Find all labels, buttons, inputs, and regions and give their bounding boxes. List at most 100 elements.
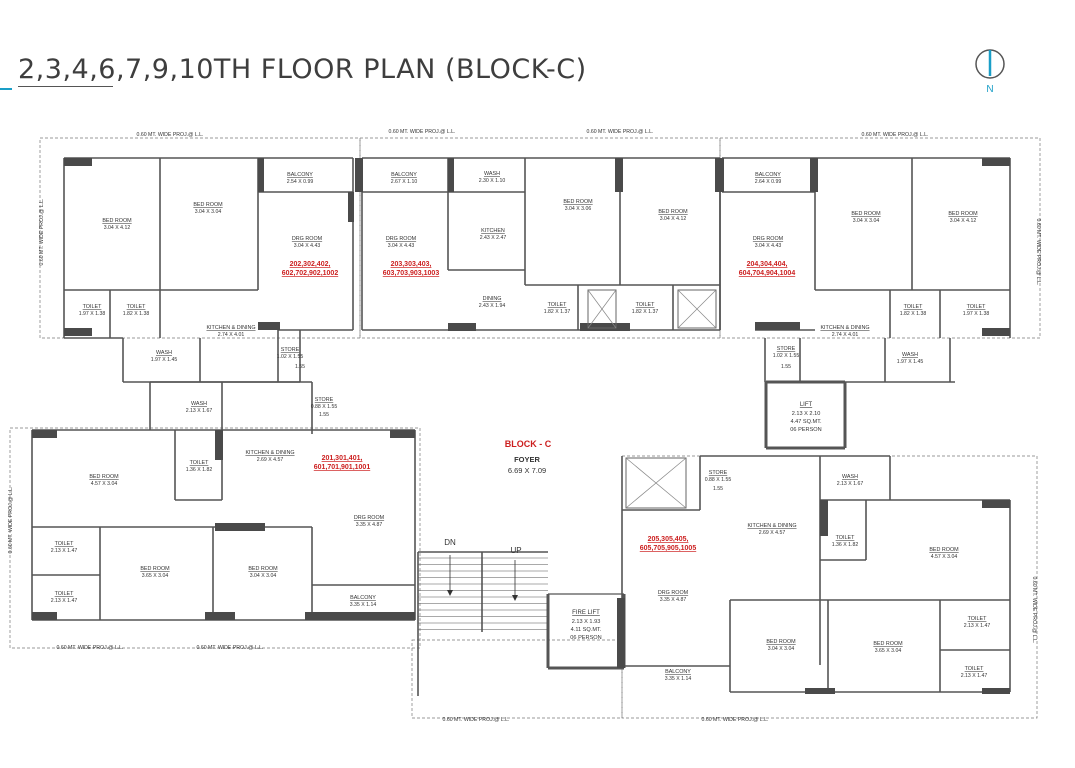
room-size: 2.13 X 1.47	[961, 673, 988, 679]
room-name: TOILET	[190, 460, 209, 466]
projection-label: 0.60 MT. WIDE PROJ.@ L.L.	[862, 132, 929, 138]
room-size: 4.57 X 3.04	[91, 481, 118, 487]
room-name: WASH	[191, 401, 207, 407]
duct-shaft	[587, 289, 617, 329]
room-size: 0.88 X 1.55	[311, 404, 338, 410]
room-size: 2.67 X 1.10	[391, 179, 418, 185]
room-name: TOILET	[967, 304, 986, 310]
column	[448, 323, 476, 331]
room-name: KITCHEN & DINING	[820, 325, 869, 331]
duct-cross	[625, 457, 687, 509]
room-size: 2.30 X 1.10	[479, 178, 506, 184]
room-size: 2.13 X 1.47	[51, 598, 78, 604]
fire-lift-label: FIRE LIFT	[572, 610, 600, 616]
room-size: 3.04 X 3.04	[853, 218, 880, 224]
room-name: BED ROOM	[873, 641, 903, 647]
unit-number: 201,301,401,	[322, 455, 363, 462]
lift-area: 4.47 SQ.MT.	[790, 419, 822, 425]
room-size: 3.04 X 3.04	[250, 573, 277, 579]
room-size: 2.43 X 2.47	[480, 235, 507, 241]
room-size: 2.69 X 4.57	[759, 530, 786, 536]
projection-label: 0.60 MT. WIDE PROJ.@ L.L.	[587, 129, 654, 135]
unit-number: 203,303,403,	[391, 261, 432, 268]
room-name: KITCHEN & DINING	[206, 325, 255, 331]
room-name: WASH	[842, 474, 858, 480]
room-name: BED ROOM	[248, 566, 278, 572]
room-name: WASH	[156, 350, 172, 356]
room-size: 3.35 X 1.14	[665, 676, 692, 682]
column	[982, 158, 1010, 166]
room-size: 1.97 X 1.38	[963, 311, 990, 317]
room-name: TOILET	[548, 302, 567, 308]
column	[820, 500, 828, 536]
column	[205, 612, 235, 620]
room-size: 2.64 X 0.99	[755, 179, 782, 185]
lift-size: 2.13 X 2.10	[792, 411, 821, 417]
unit-number: 602,702,902,1002	[282, 270, 339, 277]
room-size: 2.13 X 1.67	[837, 481, 864, 487]
room-size: 2.74 X 4.01	[218, 332, 245, 338]
column	[805, 688, 835, 694]
stair-arrow-head	[447, 590, 453, 596]
room-size: 1.97 X 1.38	[79, 311, 106, 317]
room-size: 2.74 X 4.01	[832, 332, 859, 338]
column	[810, 158, 818, 192]
north-arrow-icon: N	[975, 49, 1005, 95]
room-name: DRG ROOM	[354, 515, 385, 521]
projection-label: 0.60 MT. WIDE PROJ.@ L.L.	[8, 487, 14, 554]
room-name: BED ROOM	[658, 209, 688, 215]
column	[32, 430, 57, 438]
projection-label: 0.60 MT. WIDE PROJ.@ L.L.	[1031, 577, 1037, 644]
foyer-size: 6.69 X 7.09	[508, 466, 546, 475]
room-name: BED ROOM	[766, 639, 796, 645]
lift-label: LIFT	[800, 402, 813, 408]
room-size: 2.13 X 1.67	[186, 408, 213, 414]
fire-lift-capacity: 06 PERSON	[570, 635, 601, 641]
room-name: STORE	[709, 470, 728, 476]
room-size: 3.04 X 4.43	[388, 243, 415, 249]
title-accent-bar	[0, 88, 12, 90]
room-name: TOILET	[965, 666, 984, 672]
page-title: 2,3,4,6,7,9,10TH FLOOR PLAN (BLOCK-C)	[18, 54, 587, 85]
room-name: BED ROOM	[102, 218, 132, 224]
room-name: KITCHEN & DINING	[245, 450, 294, 456]
room-name: TOILET	[968, 616, 987, 622]
room-size: 3.04 X 3.04	[195, 209, 222, 215]
room-size: 3.65 X 3.04	[142, 573, 169, 579]
column	[615, 158, 623, 192]
column	[580, 323, 630, 331]
room-size: 3.04 X 4.12	[660, 216, 687, 222]
block-title: BLOCK - C	[505, 439, 552, 449]
column	[755, 322, 800, 330]
projection-outline	[411, 639, 623, 719]
unit-number: 204,304,404,	[747, 261, 788, 268]
room-size: 2.54 X 0.99	[287, 179, 314, 185]
room-name: BALCONY	[350, 595, 376, 601]
projection-label: 0.60 MT. WIDE PROJ.@ L.L.	[39, 199, 45, 266]
room-name: BED ROOM	[89, 474, 119, 480]
fire-lift-size: 2.13 X 1.93	[572, 619, 601, 625]
room-name: WASH	[484, 171, 500, 177]
projection-label: 0.60 MT. WIDE PROJ.@ L.L.	[389, 129, 456, 135]
room-name: BALCONY	[391, 172, 417, 178]
room-size: 2.69 X 4.57	[257, 457, 284, 463]
room-name: TOILET	[904, 304, 923, 310]
room-name: BED ROOM	[851, 211, 881, 217]
column	[215, 523, 265, 531]
room-size: 1.82 X 1.37	[544, 309, 571, 315]
column	[982, 688, 1010, 694]
room-size: 1.82 X 1.37	[632, 309, 659, 315]
room-name: TOILET	[55, 591, 74, 597]
room-size: 0.88 X 1.55	[705, 477, 732, 483]
room-name: BALCONY	[665, 669, 691, 675]
column	[982, 328, 1010, 336]
room-size: 2.43 X 1.94	[479, 303, 506, 309]
room-size: 1.82 X 1.38	[900, 311, 927, 317]
room-size: 1.36 X 1.82	[186, 467, 213, 473]
projection-label: 0.60 MT. WIDE PROJ.@ L.L.	[443, 717, 510, 723]
room-size: 1.36 X 1.82	[832, 542, 859, 548]
room-name: TOILET	[127, 304, 146, 310]
stair-up-label: UP	[510, 546, 521, 555]
